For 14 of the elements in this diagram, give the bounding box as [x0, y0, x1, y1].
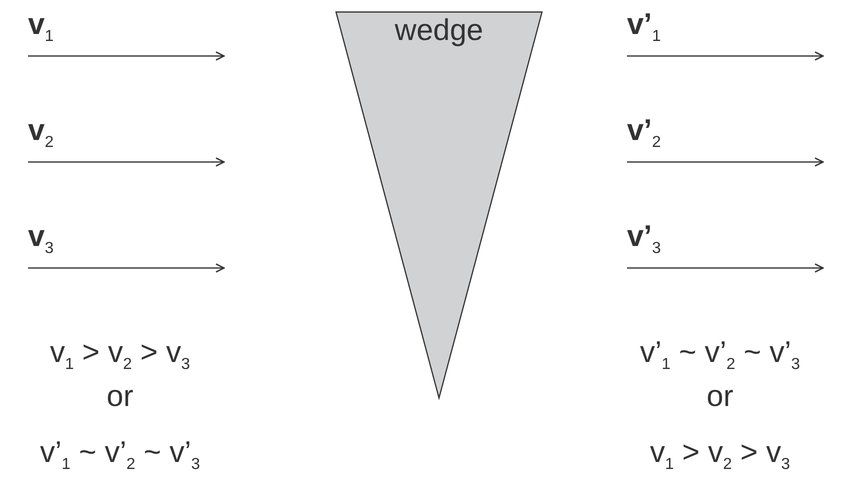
wedge-shape	[334, 10, 544, 400]
connective-text: or	[106, 380, 134, 414]
vector-label: v$_{2}$	[28, 114, 54, 152]
relation-text: v’$_{1}$ ~ v’$_{2}$ ~ v’$_{3}$	[38, 436, 202, 474]
connective-text: or	[706, 380, 734, 414]
wedge-label: wedge	[394, 14, 484, 48]
relation-text: v$_{1}$ > v$_{2}$ > v$_{3}$	[48, 336, 192, 374]
vector-label: v’$_{3}$	[627, 220, 661, 258]
vector-label: v’$_{2}$	[627, 114, 661, 152]
vector-label: v’$_{1}$	[627, 8, 661, 46]
relation-text: v$_{1}$ > v$_{2}$ > v$_{3}$	[648, 436, 792, 474]
vector-label: v$_{1}$	[28, 8, 54, 46]
relation-text: v’$_{1}$ ~ v’$_{2}$ ~ v’$_{3}$	[638, 336, 802, 374]
vector-label: v$_{3}$	[28, 220, 54, 258]
